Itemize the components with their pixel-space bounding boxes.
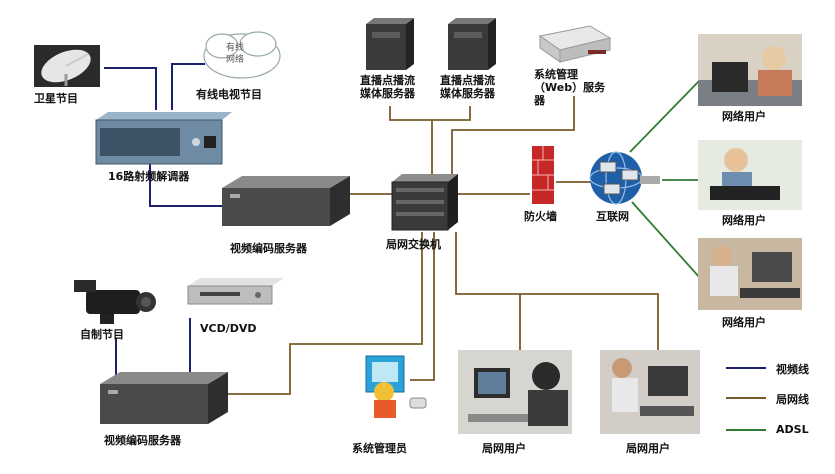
video-camera-icon: [74, 280, 156, 324]
internet-globe-icon: [589, 151, 660, 205]
switch-label: 局网交换机: [386, 238, 441, 251]
legend: [726, 367, 766, 431]
cable-to-demod-line: [171, 63, 205, 110]
net-user-2-label: 网络用户: [722, 214, 766, 227]
cable-label: 有线电视节目: [196, 88, 262, 101]
net-user-3-label: 网络用户: [722, 316, 766, 329]
firewall-label: 防火墙: [524, 210, 557, 223]
internet-label: 互联网: [596, 210, 629, 223]
live-server-1-icon: [366, 18, 414, 70]
legend-adsl-label: ADSL: [776, 423, 809, 436]
encoder-2-label: 视频编码服务器: [104, 434, 181, 447]
web-server-icon: [538, 25, 612, 63]
sysmgmt-to-switch-line: [451, 96, 575, 176]
cloud-label: 有线 网络: [226, 43, 245, 65]
internet-to-user3-line: [631, 201, 701, 279]
encoder-1-label: 视频编码服务器: [230, 242, 307, 255]
admin-cartoon-icon: [365, 355, 427, 418]
net-user-3-photo: [698, 238, 802, 310]
net-user-1-label: 网络用户: [722, 110, 766, 123]
lan-user-2-photo: [600, 350, 700, 434]
satellite-label: 卫星节目: [34, 92, 78, 105]
vcd-label: VCD/DVD: [200, 322, 257, 335]
live-server-1-label: 直播点播流 媒体服务器: [360, 74, 415, 100]
internet-to-user1-line: [629, 79, 701, 153]
vcd-dvd-player-icon: [187, 278, 284, 305]
lan-lines: [228, 96, 659, 395]
lan-switch-icon: [391, 174, 458, 231]
live-servers-bus-line: [389, 106, 471, 121]
lan-user-1-label: 局网用户: [482, 442, 526, 455]
encoder-server-2-icon: [100, 372, 228, 424]
self-made-label: 自制节目: [80, 328, 124, 341]
adsl-lines: [629, 79, 701, 279]
video-lines: [104, 63, 222, 375]
satellite-to-demod-line: [104, 67, 157, 110]
net-user-2-photo: [698, 140, 802, 210]
encoder-server-1-icon: [222, 176, 350, 226]
switch-to-admin-line: [410, 232, 435, 381]
live-server-2-label: 直播点播流 媒体服务器: [440, 74, 495, 100]
cable-cloud-icon: [203, 31, 281, 79]
lan-user-2-label: 局网用户: [626, 442, 670, 455]
satellite-dish-icon: [34, 45, 100, 87]
live-server-2-icon: [448, 18, 496, 70]
sysmgmt-label: 系统管理 （Web）服务 器: [534, 68, 606, 107]
demodulator-label: 16路射频解调器: [108, 170, 190, 183]
admin-label: 系统管理员: [352, 442, 407, 455]
switch-to-lan-users-line: [455, 232, 659, 352]
demod-to-encoder-line: [149, 162, 222, 207]
demodulator-icon: [95, 112, 232, 165]
firewall-icon: [532, 146, 554, 204]
lan-user-1-photo: [458, 350, 572, 434]
legend-lan-label: 局网线: [776, 393, 809, 406]
switch-to-encoder2-line: [228, 232, 423, 395]
legend-video-label: 视频线: [776, 363, 809, 376]
net-user-1-photo: [698, 34, 802, 106]
